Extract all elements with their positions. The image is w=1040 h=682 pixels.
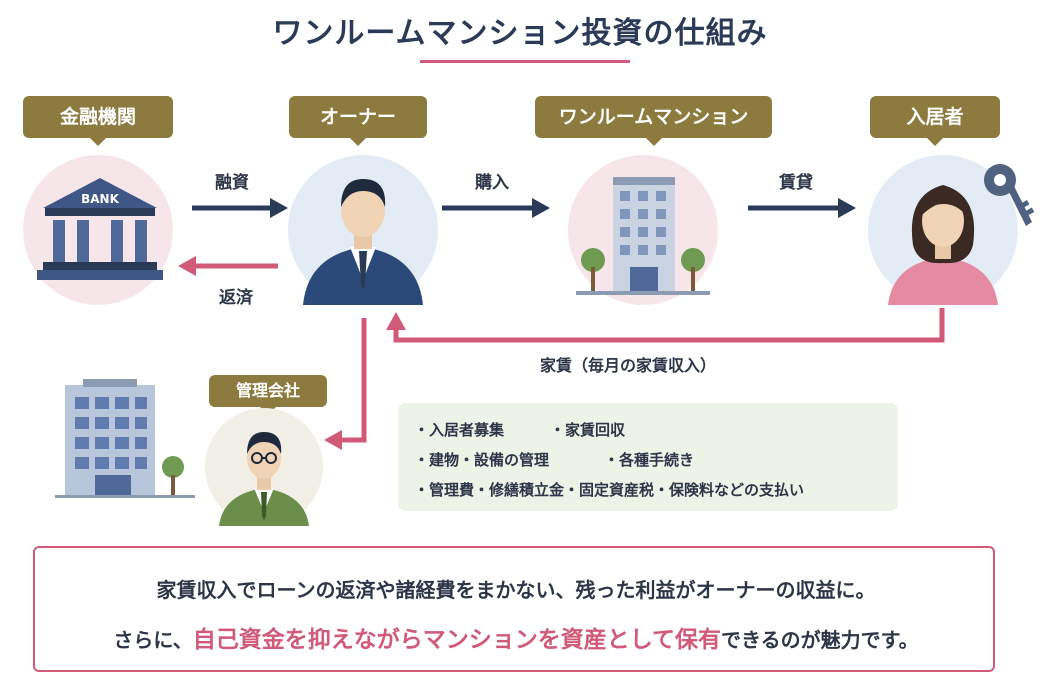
mansion-label: ワンルームマンション [535, 96, 772, 146]
summary-highlight: 自己資金を抑えながらマンションを資産として保有 [192, 627, 722, 653]
owner-avatar-icon [303, 179, 423, 305]
task-tenant-recruitment: 入居者募集 [429, 421, 505, 439]
summary-line-1: 家賃収入でローンの返済や諸経費をまかない、残った利益がオーナーの収益に。 [156, 578, 876, 602]
loan-arrow-label: 融資 [215, 173, 249, 193]
task-payments: 管理費・修繕積立金・固定資産税・保険料などの支払い [429, 481, 805, 499]
bank-icon [37, 178, 163, 280]
management-building-icon [55, 379, 195, 498]
management-label: 管理会社 [209, 375, 327, 415]
summary-line-2: さらに、自己資金を抑えながらマンションを資産として保有できるのが魅力です。 [35, 620, 997, 654]
task-rent-collection: 家賃回収 [565, 421, 626, 439]
summary-line-2-suffix: できるのが魅力です。 [721, 628, 919, 652]
summary-line-2-prefix: さらに、 [113, 628, 193, 652]
task-procedures: 各種手続き [619, 451, 695, 469]
rent-arrow-label: 家賃（毎月の家賃収入） [540, 356, 717, 375]
building-icon [576, 177, 710, 295]
summary-box: 家賃収入でローンの返済や諸経費をまかない、残った利益がオーナーの収益に。 さらに… [33, 546, 995, 672]
lease-arrow-label: 賃貸 [779, 173, 813, 193]
key-icon [984, 164, 1035, 226]
tenant-label: 入居者 [870, 96, 1000, 146]
management-avatar-icon [219, 432, 309, 526]
management-tasks-box: ・入居者募集 ・家賃回収 ・建物・設備の管理 ・各種手続き ・管理費・修繕積立金… [398, 403, 898, 511]
tenant-avatar-icon [888, 185, 998, 305]
task-item: ・管理費・修繕積立金・固定資産税・保険料などの支払い [414, 481, 805, 499]
page-title: ワンルームマンション投資の仕組み [272, 16, 768, 51]
task-item: ・入居者募集 [414, 421, 505, 439]
bank-label: 金融機関 [23, 96, 173, 146]
purchase-arrow-label: 購入 [475, 173, 509, 193]
title-underline [420, 60, 630, 63]
task-item: ・建物・設備の管理 [414, 451, 550, 469]
task-item: ・家賃回収 [550, 421, 626, 439]
task-building-management: 建物・設備の管理 [429, 451, 550, 469]
task-item: ・各種手続き [604, 451, 695, 469]
repay-arrow-label: 返済 [219, 288, 253, 308]
bank-sign: BANK [81, 192, 119, 206]
owner-label: オーナー [289, 96, 427, 146]
